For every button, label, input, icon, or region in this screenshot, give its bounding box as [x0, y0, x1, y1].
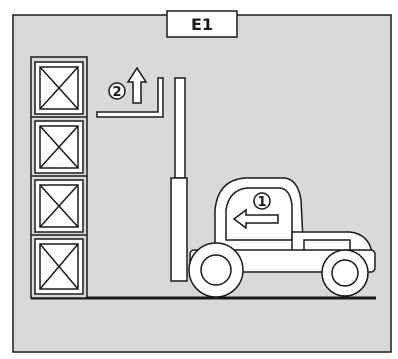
crate — [34, 61, 84, 115]
forks — [96, 77, 164, 118]
arrow-left-icon — [232, 208, 279, 230]
step-1-indicator: 1 — [232, 192, 279, 230]
step-2-indicator: 2 — [108, 66, 148, 104]
step-1-badge — [253, 192, 271, 210]
mast — [170, 77, 188, 282]
panel-label-box: E1 — [166, 10, 238, 38]
storage-rack — [30, 56, 88, 299]
crate — [34, 238, 84, 295]
arrow-up-icon — [126, 66, 148, 104]
panel-label: E1 — [191, 15, 213, 34]
crate — [34, 179, 84, 233]
step-1-number: 1 — [257, 195, 266, 210]
rear-wheel — [321, 249, 369, 297]
crate — [34, 120, 84, 174]
step-2-number: 2 — [112, 85, 121, 100]
step-2-badge — [108, 82, 126, 100]
front-wheel — [188, 242, 244, 298]
